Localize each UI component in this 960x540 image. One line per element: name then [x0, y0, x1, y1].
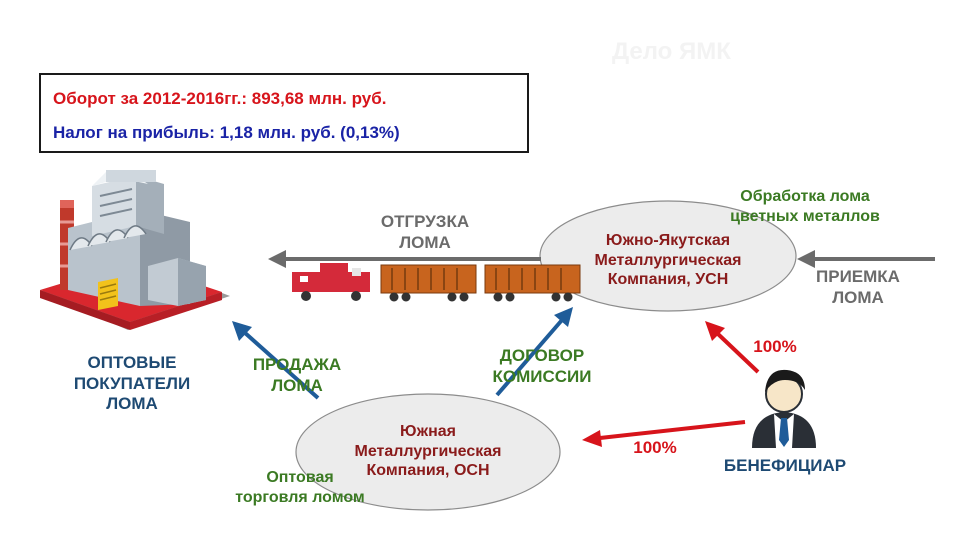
train-icon	[292, 263, 581, 302]
tax-text: Налог на прибыль: 1,18 млн. руб. (0,13%)	[53, 123, 400, 142]
shipment-arrow	[268, 250, 541, 268]
shipment-label: ОТГРУЗКА ЛОМА	[380, 212, 470, 252]
watermark: Дело ЯМК	[612, 38, 731, 65]
ownership-share-top: 100%	[753, 337, 797, 356]
wagon-icon	[380, 264, 477, 302]
factory-icon	[40, 170, 230, 330]
summary-box: Оборот за 2012-2016гг.: 893,68 млн. руб.…	[39, 73, 529, 153]
processing-label: Обработка лома цветных металлов	[730, 188, 880, 225]
sale-label: ПРОДАЖА ЛОМА	[252, 355, 342, 395]
beneficiary-person-icon	[752, 369, 816, 448]
commission-arrow	[495, 307, 573, 397]
ownership-arrow-yakut	[705, 321, 760, 374]
sale-arrow	[232, 321, 320, 400]
receipt-arrow	[797, 250, 935, 268]
ownership-arrow-south	[582, 420, 746, 447]
turnover-text: Оборот за 2012-2016гг.: 893,68 млн. руб.	[53, 89, 387, 108]
yakut-company-label: Южно-Якутская Металлургическая Компания,…	[594, 232, 742, 289]
ownership-share-bottom: 100%	[633, 438, 677, 457]
wholesale-buyers-label: ОПТОВЫЕ ПОКУПАТЕЛИ ЛОМА	[73, 353, 191, 414]
south-company-label: Южная Металлургическая Компания, ОСН	[354, 423, 502, 480]
beneficiary-label: БЕНЕФИЦИАР	[723, 456, 847, 475]
wagon-icon	[484, 264, 581, 302]
commission-label: ДОГОВОР КОМИССИИ	[492, 346, 592, 386]
locomotive-icon	[292, 263, 370, 301]
wholesale-trade-label: Оптовая торговля ломом	[235, 469, 365, 506]
yakut-company-ellipse	[539, 200, 797, 312]
south-company-ellipse	[295, 393, 561, 511]
receipt-label: ПРИЕМКА ЛОМА	[816, 267, 900, 307]
